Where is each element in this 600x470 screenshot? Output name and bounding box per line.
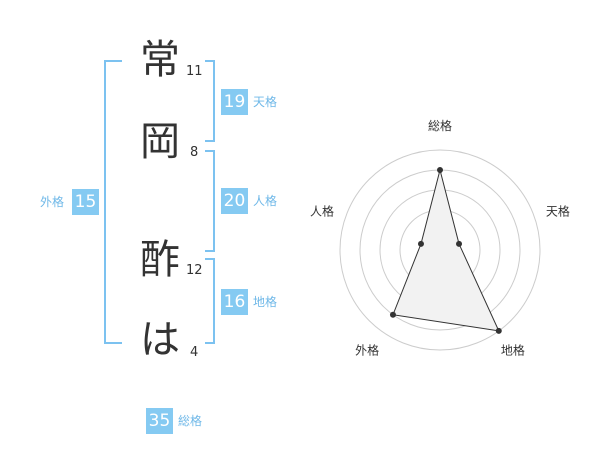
radar-ring-2 bbox=[399, 209, 481, 291]
radar-rings bbox=[339, 149, 541, 351]
radar-axis-label-3: 外格 bbox=[355, 342, 379, 357]
radar-center bbox=[437, 247, 443, 253]
radar-axis-label-1: 天格 bbox=[546, 204, 570, 219]
radar-ring-5 bbox=[339, 149, 541, 351]
name-char-4: は bbox=[140, 317, 180, 363]
radar-point-2 bbox=[495, 327, 502, 334]
tenkaku-value: 19 bbox=[221, 89, 248, 115]
stroke-count-2: 8 bbox=[190, 145, 199, 160]
radar-ring-4 bbox=[359, 169, 521, 331]
tenkaku-bracket bbox=[205, 60, 215, 142]
stroke-count-3: 12 bbox=[186, 263, 203, 278]
radar-ring-3 bbox=[379, 189, 501, 311]
radar-shape bbox=[392, 169, 500, 332]
jinkaku-value: 20 bbox=[221, 188, 248, 214]
chikaku-value: 16 bbox=[221, 289, 248, 315]
chikaku-label: 地格 bbox=[253, 295, 278, 309]
name-char-1: 常 bbox=[140, 37, 180, 83]
chikaku-bracket bbox=[205, 258, 215, 344]
radar-axis-label-0: 総格 bbox=[428, 118, 452, 133]
soukaku-value: 35 bbox=[146, 408, 173, 434]
stroke-count-1: 11 bbox=[186, 64, 203, 79]
jinkaku-bracket bbox=[205, 150, 215, 252]
radar-axis-label-2: 地格 bbox=[501, 342, 525, 357]
tenkaku-label: 天格 bbox=[253, 95, 278, 109]
radar-point-4 bbox=[417, 240, 424, 247]
radar-ring-1 bbox=[419, 229, 461, 271]
radar-points bbox=[389, 167, 502, 334]
radar-point-0 bbox=[437, 167, 443, 173]
name-char-2: 岡 bbox=[140, 119, 180, 165]
stroke-count-4: 4 bbox=[190, 345, 199, 360]
gaikaku-bracket bbox=[104, 60, 122, 344]
radar-point-1 bbox=[456, 240, 463, 247]
gaikaku-label: 外格 bbox=[40, 195, 65, 209]
radar-point-3 bbox=[389, 311, 396, 318]
jinkaku-label: 人格 bbox=[253, 194, 278, 208]
soukaku-label: 総格 bbox=[178, 414, 203, 428]
name-char-3: 酢 bbox=[140, 237, 180, 283]
gaikaku-value: 15 bbox=[72, 189, 99, 215]
radar-axis-label-4: 人格 bbox=[310, 204, 334, 219]
